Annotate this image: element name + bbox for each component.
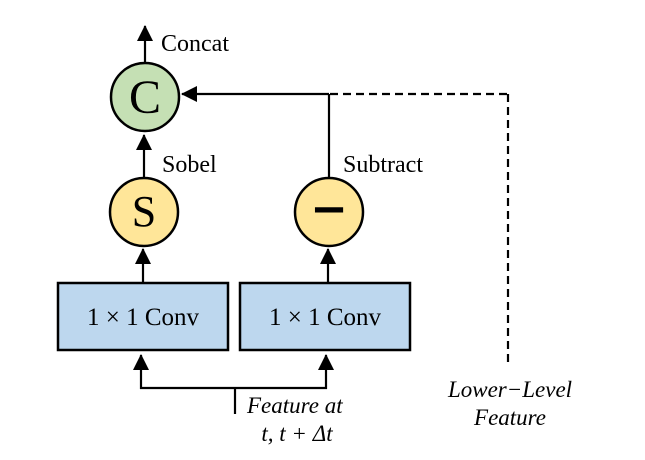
input-feature-label-line1: Feature at: [246, 393, 343, 418]
sobel-node: [108, 176, 180, 248]
minus-icon: −: [312, 177, 345, 242]
lower-level-feature-label-line1: Lower−Level: [447, 377, 572, 402]
sobel-label: Sobel: [162, 152, 217, 178]
subtract-node: [293, 176, 365, 248]
conv-left-box: [56, 281, 230, 352]
conv-right-label: 1 × 1 Conv: [269, 304, 382, 331]
conv-left-label: 1 × 1 Conv: [87, 304, 200, 331]
lower-level-feature-label-line2: Feature: [473, 405, 546, 430]
concat-symbol: C: [129, 71, 161, 124]
sobel-symbol: S: [132, 187, 156, 236]
concat-node: [109, 61, 181, 133]
conv-right-box: [238, 281, 412, 352]
input-feature-label-line2: t, t + Δt: [261, 421, 333, 446]
concat-label: Concat: [161, 31, 229, 57]
subtract-label: Subtract: [343, 152, 423, 178]
